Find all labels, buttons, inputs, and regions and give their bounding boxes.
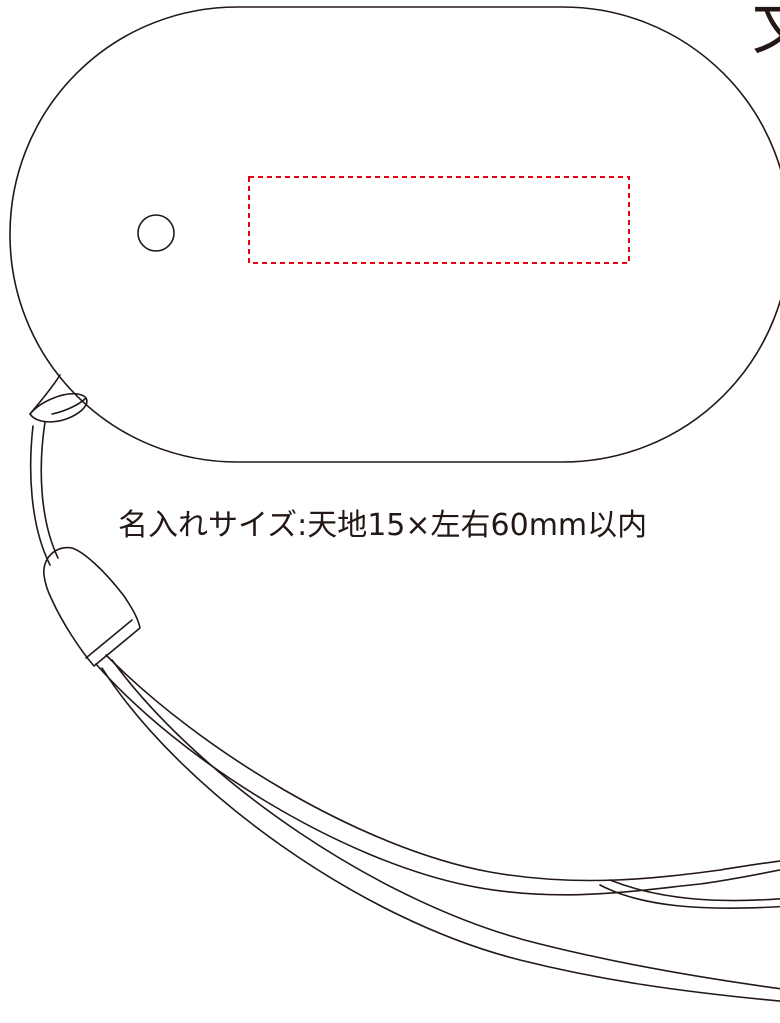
strap-loop	[29, 374, 88, 423]
tag-hole	[137, 214, 175, 252]
strap-lower	[95, 654, 780, 1002]
corner-text-fragment: 文	[752, 0, 780, 58]
tag-body-outline	[9, 6, 780, 463]
imprint-area	[248, 176, 630, 264]
imprint-size-note: 名入れサイズ:天地15×左右60mm以内	[118, 508, 648, 543]
cord-stopper	[43, 546, 141, 667]
strap-upper	[29, 421, 59, 566]
